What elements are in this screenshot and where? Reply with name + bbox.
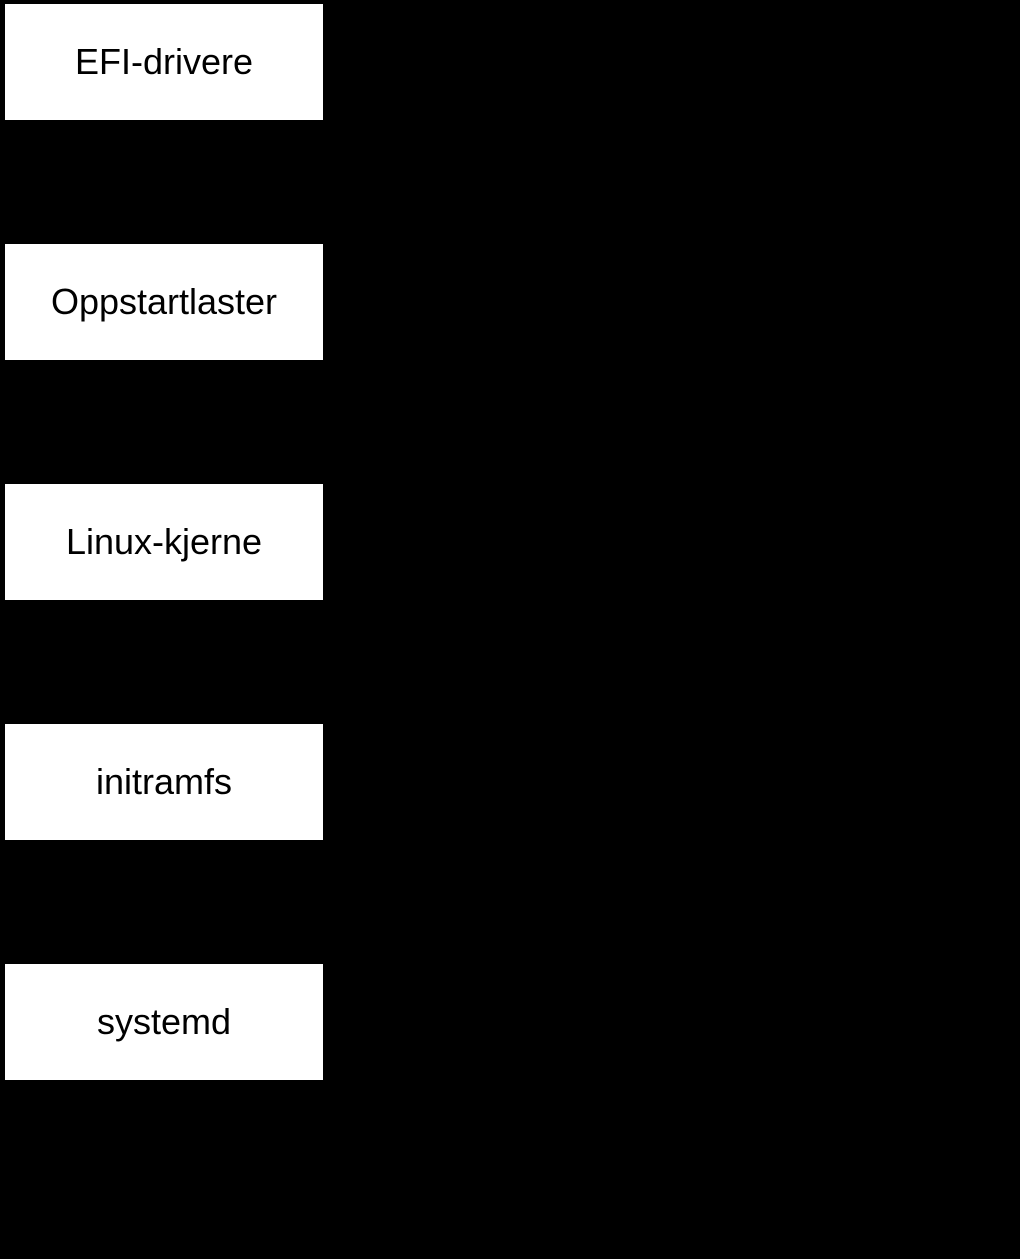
node-initramfs: initramfs xyxy=(5,724,323,840)
node-linux-kjerne-label: Linux-kjerne xyxy=(65,521,263,562)
node-efi-drivere-label: EFI-drivere xyxy=(74,41,254,82)
node-systemd: systemd xyxy=(5,964,323,1080)
node-systemd-label: systemd xyxy=(96,1001,232,1042)
node-efi-drivere: EFI-drivere xyxy=(5,4,323,120)
node-linux-kjerne: Linux-kjerne xyxy=(5,484,323,600)
node-oppstartlaster: Oppstartlaster xyxy=(5,244,323,360)
node-oppstartlaster-label: Oppstartlaster xyxy=(50,281,278,322)
node-initramfs-label: initramfs xyxy=(95,761,233,802)
